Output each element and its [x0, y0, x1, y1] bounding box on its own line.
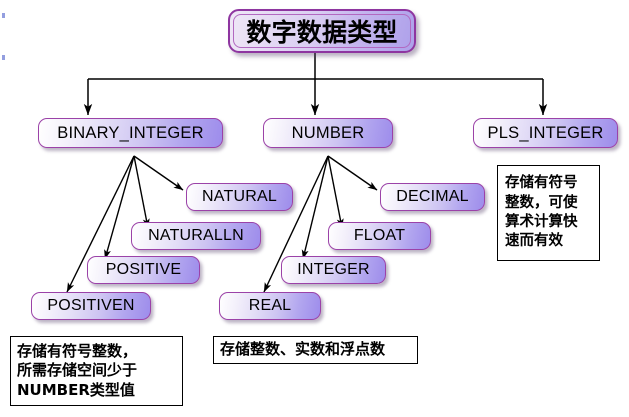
wire-binary-to-naturalln [133, 155, 150, 229]
node-integer-label: INTEGER [297, 261, 370, 278]
node-number-label: NUMBER [291, 123, 365, 142]
node-natural[interactable]: NATURAL [186, 183, 293, 211]
scan-artifact-top [2, 13, 5, 18]
node-pls-integer[interactable]: PLS_INTEGER [473, 118, 618, 148]
note-pls-integer-line-4: 速而有效 [505, 233, 563, 250]
note-binary-integer-line-1: 存储有符号整数， [17, 342, 138, 361]
wire-number-to-decimal [327, 155, 378, 191]
node-binary-integer[interactable]: BINARY_INTEGER [38, 118, 223, 148]
note-pls-integer-line-3: 算术计算快 [505, 214, 578, 230]
node-natural-label: NATURAL [202, 188, 277, 205]
note-binary-integer-line-2: 所需存储空间少于 [17, 361, 138, 380]
node-binary-integer-label: BINARY_INTEGER [57, 123, 204, 142]
node-real[interactable]: REAL [219, 292, 321, 320]
node-number[interactable]: NUMBER [263, 118, 393, 148]
root-node-numeric-data-types[interactable]: 数字数据类型 [228, 9, 416, 53]
note-number: 存储整数、实数和浮点数 [213, 336, 418, 364]
node-naturalln-label: NATURALLN [148, 227, 244, 244]
wire-number-to-integer [301, 155, 329, 260]
wire-binary-to-positive [104, 155, 135, 260]
root-node-label: 数字数据类型 [246, 18, 398, 47]
node-positiven[interactable]: POSITIVEN [31, 292, 151, 320]
node-decimal[interactable]: DECIMAL [380, 183, 485, 211]
note-binary-integer-line-3: NUMBER类型值 [17, 380, 135, 399]
note-binary-integer: 存储有符号整数， 所需存储空间少于 NUMBER类型值 [10, 336, 183, 406]
note-number-line-1: 存储整数、实数和浮点数 [220, 340, 386, 359]
note-pls-integer: 存储有符号 整数，可使 算术计算快 速而有效 [497, 165, 600, 261]
node-positive[interactable]: POSITIVE [87, 256, 200, 284]
node-positive-label: POSITIVE [105, 261, 182, 278]
root-to-level2-connectors [83, 52, 548, 116]
note-pls-integer-line-1: 存储有符号 [505, 175, 578, 192]
node-real-label: REAL [248, 297, 292, 314]
node-positiven-label: POSITIVEN [47, 297, 135, 314]
node-integer[interactable]: INTEGER [281, 256, 386, 284]
wire-number-to-float [327, 155, 344, 229]
node-pls-integer-label: PLS_INTEGER [487, 123, 604, 142]
node-float-label: FLOAT [353, 227, 406, 244]
wire-binary-to-natural [133, 155, 184, 191]
node-naturalln[interactable]: NATURALLN [131, 222, 261, 250]
note-pls-integer-line-2: 整数，可使 [505, 194, 578, 211]
scan-artifact-bottom [2, 55, 5, 60]
node-decimal-label: DECIMAL [396, 188, 469, 205]
node-float[interactable]: FLOAT [328, 222, 431, 250]
